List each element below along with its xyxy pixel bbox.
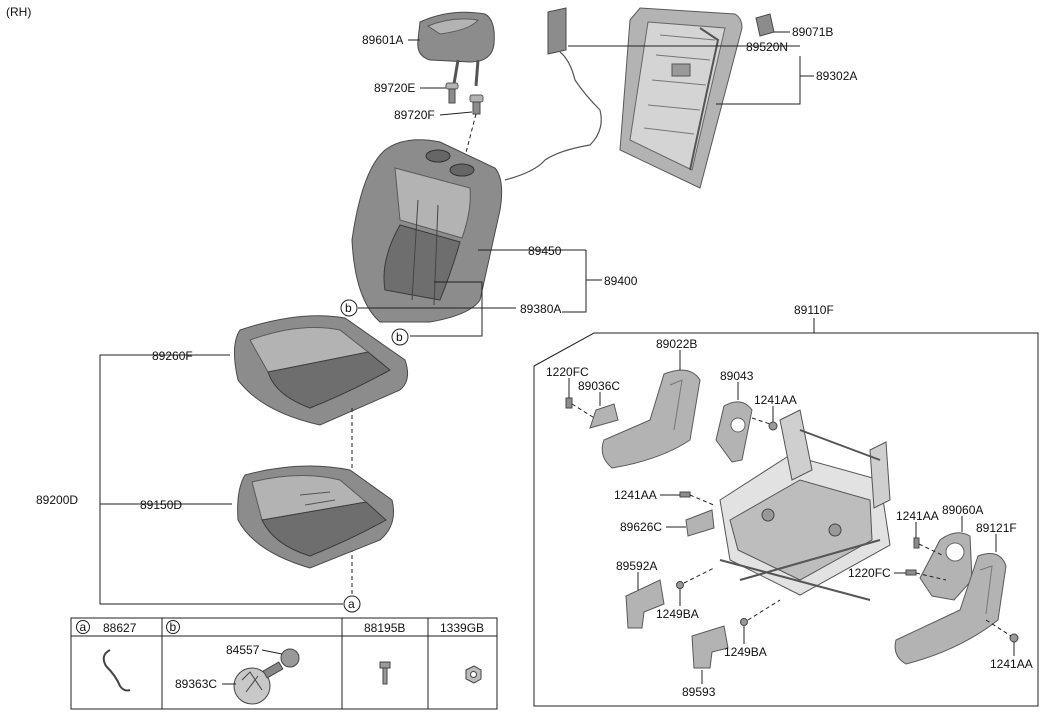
legend-a-marker: a [76, 620, 90, 634]
label-side-shield: 89121F [976, 521, 1017, 535]
label-guide-f: 89720F [394, 108, 435, 122]
label-bolt-aa-1: 1241AA [754, 393, 797, 407]
label-cover-592: 89592A [616, 559, 657, 573]
bolt-ba-1-illustration [676, 567, 715, 589]
label-back-cover: 89450 [528, 244, 562, 258]
marker-b-1: b [340, 299, 358, 317]
side-shield-illustration [894, 553, 1007, 665]
marker-b-2-letter: b [396, 330, 403, 344]
label-back-foam: 89380A [520, 302, 561, 316]
label-back-assy: 89400 [604, 274, 638, 288]
cushion-foam-illustration [237, 465, 394, 569]
bolt-aa-2-illustration [679, 491, 717, 507]
label-bracket: 89043 [720, 369, 754, 383]
label-bolt-aa-4: 1241AA [990, 657, 1033, 671]
guide-f-illustration [469, 94, 484, 115]
cover-inner-illustration [589, 403, 619, 429]
label-track-assy: 89110F [794, 303, 834, 317]
label-back-frame: 89302A [816, 69, 857, 83]
label-cover-593: 89593 [682, 685, 716, 699]
bracket-illustration [715, 401, 753, 463]
label-guide-e: 89720E [374, 81, 415, 95]
label-back-wire: 89520N [746, 40, 788, 54]
seat-back-illustration [351, 139, 503, 323]
back-wire-harness [504, 7, 602, 181]
legend-col3-part: 88195B [364, 621, 405, 635]
bolt-ba-2-illustration [740, 599, 781, 626]
legend-b-marker: b [166, 620, 180, 634]
legend-table [70, 617, 498, 710]
back-pad-illustration [755, 13, 775, 37]
legend-b-part-1: 84557 [226, 643, 260, 657]
marker-b-2: b [391, 328, 409, 346]
label-cover-626: 89626C [620, 520, 662, 534]
label-bolt-ba-1: 1249BA [656, 607, 699, 621]
label-screw-fc-2: 1220FC [848, 566, 891, 580]
cover-593-illustration [691, 625, 729, 669]
marker-a-letter: a [348, 597, 355, 611]
legend-col4-part: 1339GB [440, 621, 484, 635]
label-cushion-foam: 89150D [140, 498, 182, 512]
label-cushion-cover: 89260F [152, 349, 193, 363]
label-back-pad: 89071B [792, 25, 833, 39]
label-cushion-assy: 89200D [36, 493, 78, 507]
fastener-button-icon [233, 648, 300, 705]
label-screw-fc-1: 1220FC [546, 365, 589, 379]
legend-a-letter: a [80, 620, 87, 634]
label-bolt-ba-2: 1249BA [724, 645, 767, 659]
side-label: (RH) [6, 5, 31, 19]
clip-hook-icon [102, 649, 131, 692]
legend-b-part-2: 89363C [175, 677, 217, 691]
seat-track-illustration [719, 409, 891, 601]
cushion-cover-illustration [234, 315, 409, 426]
marker-b-1-letter: b [345, 301, 352, 315]
cover-626-illustration [685, 509, 715, 537]
label-recliner: 89060A [942, 503, 983, 517]
label-headrest: 89601A [362, 33, 403, 47]
screw-icon [379, 661, 391, 685]
guide-e-illustration [445, 82, 459, 104]
label-bolt-aa-2: 1241AA [614, 488, 657, 502]
back-frame-illustration [619, 7, 743, 189]
recliner-illustration [919, 532, 973, 601]
nut-icon [465, 665, 482, 684]
label-bolt-aa-3: 1241AA [896, 509, 939, 523]
label-cover-inner: 89036C [578, 379, 620, 393]
headrest-illustration [417, 11, 495, 87]
cover-front-illustration [601, 369, 701, 469]
legend-a-part: 88627 [103, 621, 137, 635]
legend-b-letter: b [170, 620, 177, 634]
cover-592-illustration [625, 579, 665, 629]
marker-a: a [343, 595, 361, 613]
label-cover-front: 89022B [656, 337, 697, 351]
